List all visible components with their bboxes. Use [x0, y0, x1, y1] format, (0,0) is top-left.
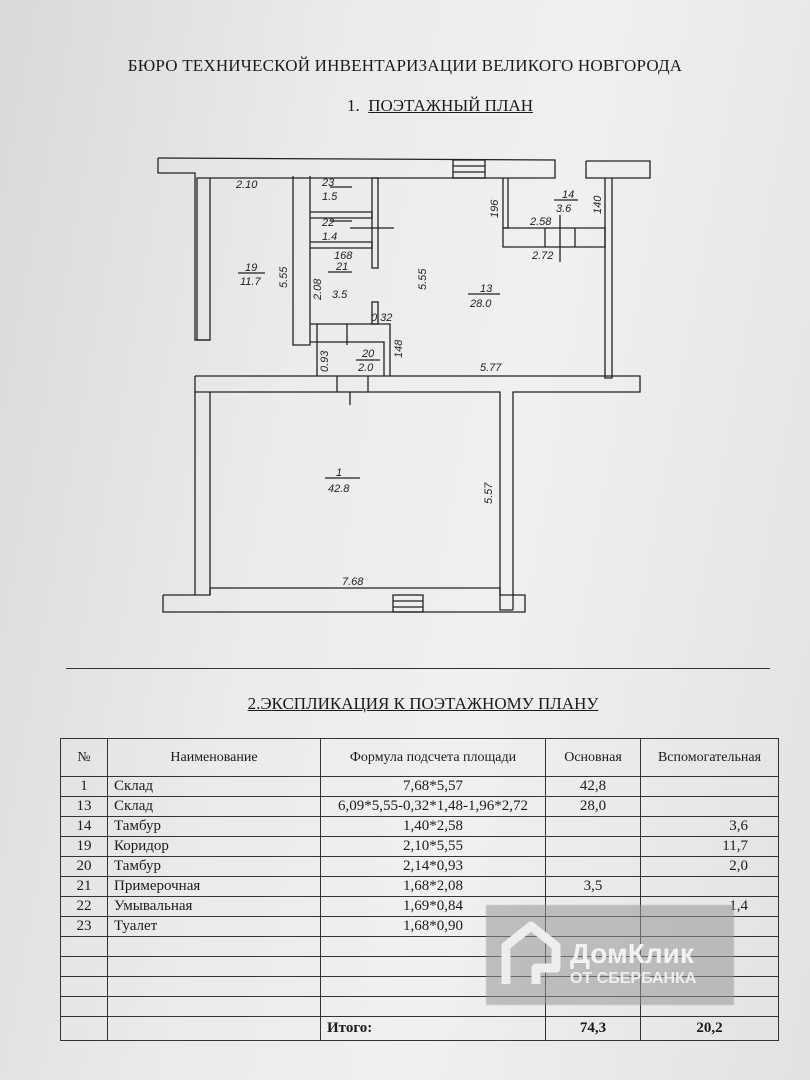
watermark-subtitle: ОТ СБЕРБАНКА	[570, 970, 697, 987]
watermark-box	[486, 905, 734, 1005]
section1-title: 1. ПОЭТАЖНЫЙ ПЛАН	[0, 96, 810, 116]
watermark-name: ДомКлик	[570, 938, 694, 969]
dim-label: 5.55	[417, 268, 429, 290]
row-formula: 1,68*2,08	[320, 876, 546, 897]
row-name: Тамбур	[107, 856, 321, 877]
room-14-area: 3.6	[556, 203, 572, 215]
col-main: Основная	[545, 738, 641, 777]
row-aux	[640, 796, 779, 817]
room-20-number: 20	[361, 348, 375, 360]
row-formula: 7,68*5,57	[320, 776, 546, 797]
room-1-number: 1	[336, 467, 342, 479]
row-name: Коридор	[107, 836, 321, 857]
row-aux: 3,6	[640, 816, 779, 837]
room-19-number: 19	[245, 262, 257, 274]
dim-label: 2.72	[531, 250, 553, 262]
section1-number: 1.	[346, 96, 360, 115]
row-num: 23	[60, 916, 108, 937]
dim-label: 5.57	[483, 482, 495, 504]
total-row: Итого: 74,3 20,2	[60, 1016, 779, 1041]
row-name: Туалет	[107, 916, 321, 937]
row-name: Склад	[107, 796, 321, 817]
row-formula: 2,14*0,93	[320, 856, 546, 877]
room-23-area: 1.5	[322, 191, 338, 203]
row-num: 22	[60, 896, 108, 917]
row-name: Тамбур	[107, 816, 321, 837]
divider	[66, 668, 770, 669]
row-num: 14	[60, 816, 108, 837]
section1-label: ПОЭТАЖНЫЙ ПЛАН	[368, 96, 534, 115]
col-formula: Формула подсчета площади	[320, 738, 546, 777]
row-main: 42,8	[545, 776, 641, 797]
row-num: 21	[60, 876, 108, 897]
total-main: 74,3	[545, 1016, 641, 1041]
explication-table: № Наименование Формула подсчета площади …	[60, 738, 779, 1041]
row-num: 19	[60, 836, 108, 857]
dim-label: 0.32	[371, 312, 392, 324]
row-name: Умывальная	[107, 896, 321, 917]
total-label: Итого:	[320, 1016, 546, 1041]
organization-title: БЮРО ТЕХНИЧЕСКОЙ ИНВЕНТАРИЗАЦИИ ВЕЛИКОГО…	[127, 56, 683, 75]
row-main	[545, 836, 641, 857]
row-name: Примерочная	[107, 876, 321, 897]
section2-title: 2.ЭКСПЛИКАЦИЯ К ПОЭТАЖНОМУ ПЛАНУ	[247, 694, 599, 713]
dim-label: 196	[489, 199, 501, 218]
floor-plan: 2.10 23 1.5 22 1.4 168 19 11.7 21 3.5 13…	[157, 157, 651, 613]
room-13-number: 13	[480, 283, 493, 295]
row-num: 20	[60, 856, 108, 877]
house-logo-icon	[501, 921, 561, 984]
col-name: Наименование	[107, 738, 321, 777]
dim-label: 2.10	[235, 179, 258, 191]
row-num: 13	[60, 796, 108, 817]
col-num: №	[60, 738, 108, 777]
row-formula: 6,09*5,55-0,32*1,48-1,96*2,72	[320, 796, 546, 817]
row-main	[545, 816, 641, 837]
wall	[157, 157, 556, 341]
row-aux	[640, 776, 779, 797]
table-header: № Наименование Формула подсчета площади …	[60, 738, 779, 777]
row-main: 3,5	[545, 876, 641, 897]
room-19-area: 11.7	[240, 276, 261, 288]
col-aux: Вспомогательная	[640, 738, 779, 777]
row-aux	[640, 876, 779, 897]
room-1-area: 42.8	[328, 483, 350, 495]
room-23-number: 23	[321, 177, 335, 189]
row-name: Склад	[107, 776, 321, 797]
row-main	[545, 856, 641, 877]
dim-label: 2.08	[312, 278, 324, 301]
room-21-area: 3.5	[332, 289, 348, 301]
room-22-number: 22	[321, 217, 334, 229]
total-aux: 20,2	[640, 1016, 779, 1041]
row-aux: 11,7	[640, 836, 779, 857]
row-num: 1	[60, 776, 108, 797]
dim-label: 168	[334, 250, 353, 262]
dim-label: 140	[592, 195, 604, 214]
dim-label: 2.58	[529, 216, 552, 228]
row-formula: 1,40*2,58	[320, 816, 546, 837]
row-aux: 2,0	[640, 856, 779, 877]
row-formula: 2,10*5,55	[320, 836, 546, 857]
dim-label: 7.68	[342, 576, 364, 588]
room-21-number: 21	[335, 261, 348, 273]
room-14-number: 14	[562, 189, 574, 201]
dim-label: 148	[393, 339, 405, 358]
dim-label: 0.93	[319, 350, 331, 372]
room-20-area: 2.0	[357, 362, 374, 374]
room-13-area: 28.0	[469, 298, 492, 310]
dim-label: 5.55	[278, 266, 290, 288]
row-main: 28,0	[545, 796, 641, 817]
dim-label: 5.77	[480, 362, 502, 374]
room-22-area: 1.4	[322, 231, 337, 243]
